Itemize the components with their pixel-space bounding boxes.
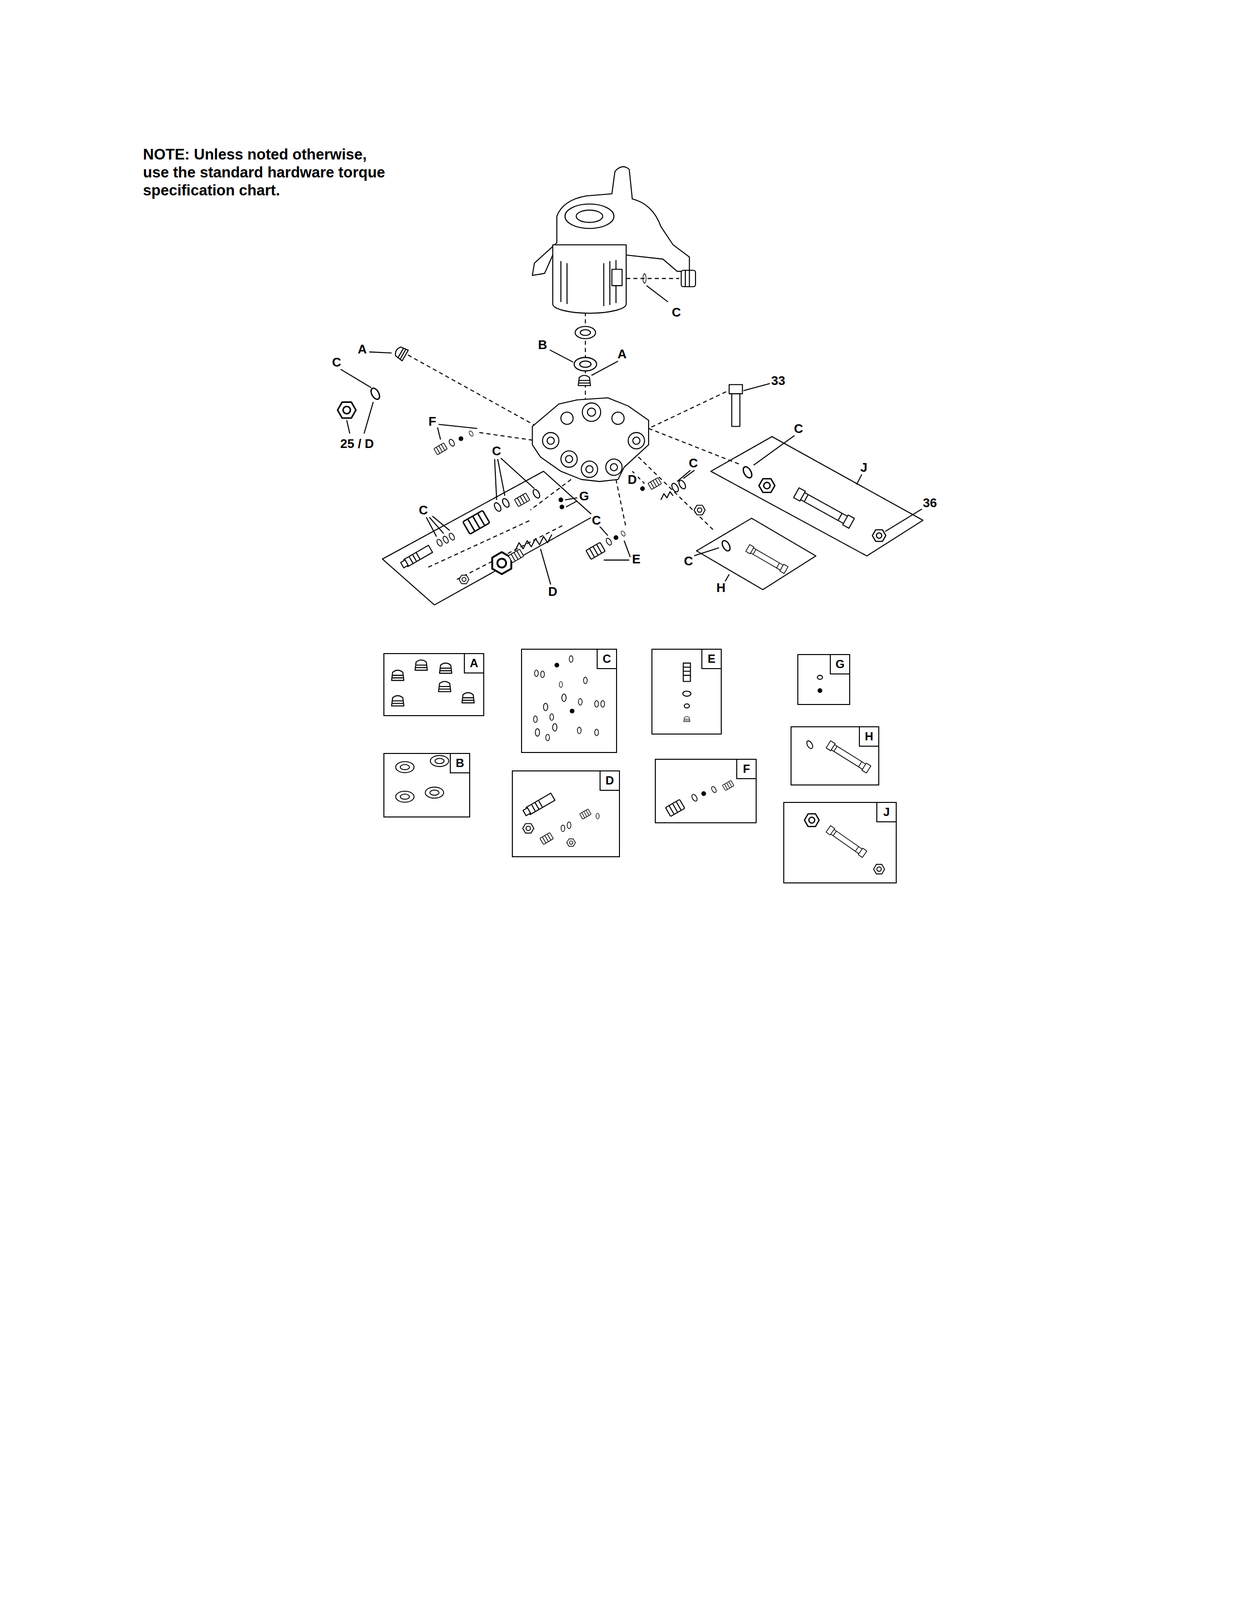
- kit-tab: H: [858, 727, 879, 747]
- callout-label: 25 / D: [339, 437, 375, 450]
- kit-box: H: [790, 726, 880, 786]
- callout-label: D: [547, 585, 559, 598]
- kit-box: A: [383, 652, 485, 716]
- exploded-view: [337, 166, 923, 874]
- kit-letter: A: [469, 657, 478, 669]
- kit-tab: J: [876, 802, 896, 823]
- kit-tab: F: [736, 759, 756, 779]
- callout-label: B: [537, 338, 549, 351]
- kit-tab: G: [829, 654, 850, 675]
- callout-label: G: [578, 489, 590, 503]
- callout-label: C: [670, 305, 682, 319]
- kit-letter: C: [602, 652, 611, 665]
- kit-box: J: [783, 801, 897, 884]
- callout-label: F: [427, 414, 438, 428]
- callout-label: C: [792, 422, 805, 435]
- callout-label: D: [626, 473, 638, 486]
- callout-label: C: [590, 513, 603, 527]
- callout-label: A: [356, 342, 368, 356]
- kit-letter: D: [605, 774, 614, 787]
- callout-label: C: [331, 355, 343, 369]
- callout-label: C: [682, 554, 695, 568]
- kit-letter: G: [835, 658, 845, 670]
- kit-box: C: [521, 648, 618, 753]
- callout-label: A: [616, 347, 628, 361]
- kit-box: F: [654, 758, 757, 824]
- kit-tab: B: [449, 753, 470, 774]
- kit-box: G: [797, 653, 851, 705]
- callout-label: C: [491, 444, 503, 458]
- kit-tab: D: [599, 771, 619, 791]
- kit-tab: C: [596, 649, 617, 669]
- kit-tab: A: [463, 653, 484, 674]
- callout-label: J: [859, 460, 869, 474]
- kit-box: B: [383, 752, 471, 818]
- callout-label: C: [687, 456, 699, 470]
- kit-letter: B: [455, 757, 464, 769]
- kit-letter: F: [743, 762, 751, 775]
- kit-letter: E: [707, 652, 716, 665]
- note-text: NOTE: Unless noted otherwise, use the st…: [142, 145, 392, 200]
- kit-tab: E: [701, 649, 721, 669]
- callout-label: E: [631, 552, 642, 566]
- callout-label: 36: [921, 496, 938, 509]
- kit-letter: H: [864, 730, 873, 743]
- kit-box: E: [651, 648, 722, 735]
- kit-box: D: [511, 770, 620, 857]
- kit-letter: J: [883, 806, 890, 818]
- callout-label: C: [417, 503, 429, 517]
- callout-label: 33: [770, 374, 787, 387]
- callout-label: H: [715, 581, 727, 594]
